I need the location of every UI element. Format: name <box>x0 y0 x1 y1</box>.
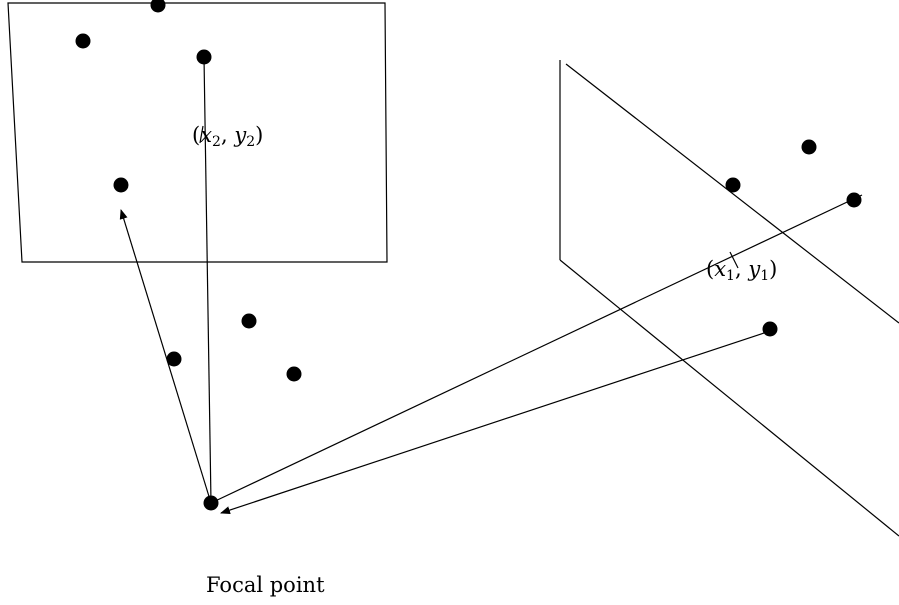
right-image-plane <box>559 60 899 537</box>
ray-to-right-far-point <box>210 194 863 504</box>
label-left-point: (x2, y2) <box>192 123 263 150</box>
left-label-tick <box>199 125 204 144</box>
point-on-ray <box>166 351 182 367</box>
right-plane-bottom-edge <box>559 259 899 537</box>
focal-point <box>203 495 219 511</box>
point-left-ray-target <box>196 49 212 65</box>
ray-to-left-lower-point <box>119 209 212 504</box>
point-middle-2 <box>286 366 302 382</box>
left-image-plane <box>7 2 388 263</box>
point-left-upper <box>75 33 91 49</box>
point-left-lower <box>113 177 129 193</box>
point-right-1 <box>725 177 741 193</box>
ray-to-left-top-point <box>203 56 212 504</box>
point-right-4 <box>762 321 778 337</box>
focal-point-caption: Focal point <box>206 573 325 597</box>
ray-to-right-lower-point <box>220 332 765 514</box>
label-right-point: (x1, y1) <box>706 257 777 284</box>
right-label-tick <box>729 251 739 269</box>
point-middle-1 <box>241 313 257 329</box>
point-right-2 <box>801 139 817 155</box>
right-plane-top-edge <box>565 63 899 324</box>
point-right-3 <box>846 192 862 208</box>
points <box>75 0 862 511</box>
point-left-top-edge <box>150 0 166 13</box>
